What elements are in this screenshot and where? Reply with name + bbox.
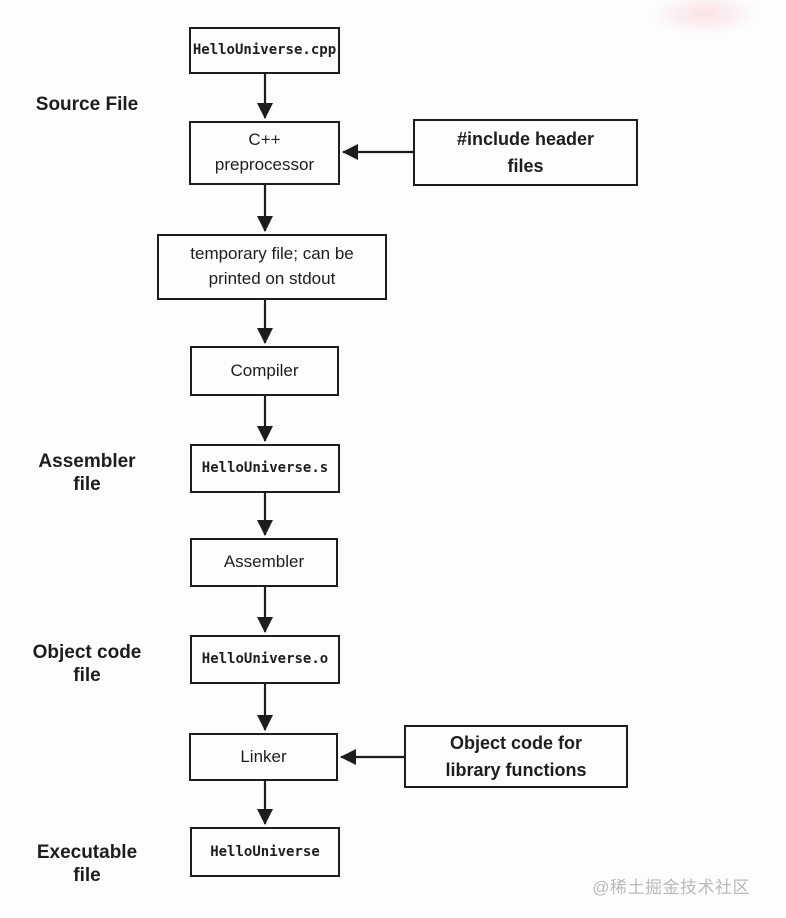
- stage-label-object-code-file: Object code file: [32, 642, 142, 687]
- node-label: HelloUniverse.o: [201, 651, 329, 668]
- node-temporary-file: temporary file; can be printed on stdout: [157, 234, 387, 300]
- node-label: Compiler: [230, 360, 299, 380]
- node-label: Object code for library functions: [445, 733, 587, 780]
- stage-label-executable-file: Executable file: [36, 842, 138, 887]
- node-label: Linker: [240, 746, 287, 766]
- node-label: HelloUniverse: [210, 843, 320, 860]
- node-cpp-preprocessor: C++ preprocessor: [189, 121, 340, 185]
- node-linker: Linker: [189, 733, 338, 781]
- node-source-cpp-file: HelloUniverse.cpp: [189, 27, 340, 74]
- node-include-header-files: #include header files: [413, 119, 638, 186]
- node-library-object-code: Object code for library functions: [404, 725, 628, 788]
- node-assembler-file: HelloUniverse.s: [190, 444, 340, 493]
- watermark-text: @稀土掘金技术社区: [592, 878, 750, 897]
- node-object-code-file: HelloUniverse.o: [190, 635, 340, 684]
- node-compiler: Compiler: [190, 346, 339, 396]
- node-executable: HelloUniverse: [190, 827, 340, 877]
- node-label: #include header files: [456, 129, 595, 176]
- node-label: HelloUniverse.cpp: [192, 42, 337, 59]
- stage-label-assembler-file: Assembler file: [38, 451, 136, 496]
- node-label: Assembler: [223, 552, 305, 572]
- node-label: C++ preprocessor: [214, 130, 315, 174]
- node-label: HelloUniverse.s: [201, 460, 329, 477]
- node-label: temporary file; can be printed on stdout: [190, 244, 354, 288]
- stage-label-source-file: Source File: [35, 94, 139, 115]
- node-assembler: Assembler: [190, 538, 338, 587]
- pink-smudge-artifact: [630, 0, 780, 42]
